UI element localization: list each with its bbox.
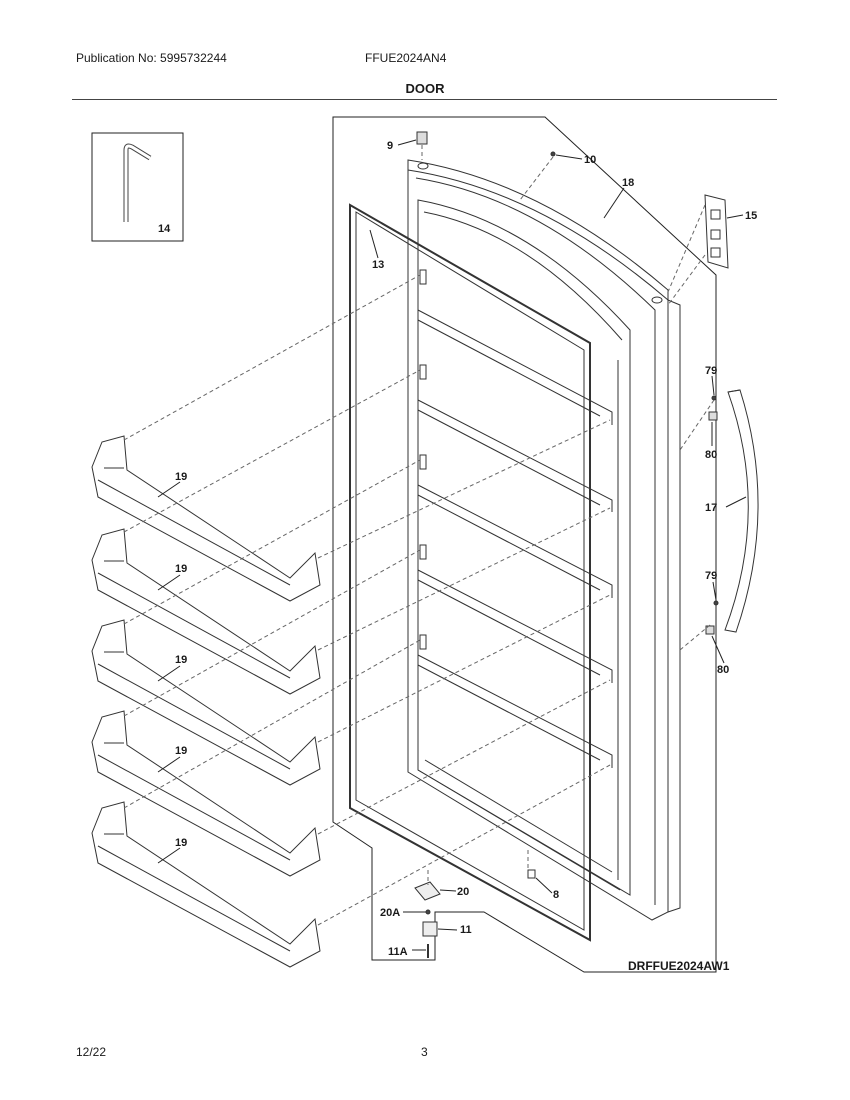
callout-79-top: 79 [705, 365, 717, 377]
bushing-part-80b [705, 625, 715, 635]
callout-15: 15 [745, 210, 757, 222]
pin-part-20A [425, 909, 431, 915]
leader-lines [157, 139, 747, 951]
hinge-hole-right [651, 296, 663, 304]
hinge-hole-top [417, 162, 429, 170]
small-hardware [414, 131, 719, 958]
door-bin-2 [91, 528, 321, 695]
bushing-part-11 [422, 921, 438, 937]
publication-number: Publication No: 5995732244 [76, 51, 227, 65]
hinge-plate-part-15 [704, 194, 729, 269]
callout-19-1: 19 [175, 471, 187, 483]
door-bin-1 [91, 435, 321, 602]
plug-part-10 [550, 151, 556, 157]
door-liner [417, 199, 631, 896]
stop-part-8 [527, 869, 536, 879]
callout-9: 9 [387, 140, 393, 152]
callout-8: 8 [553, 889, 559, 901]
hinge-part-20 [414, 881, 441, 901]
page-title: DOOR [405, 81, 445, 96]
door-gasket [349, 203, 591, 942]
hinge-pin-part-9 [416, 131, 428, 145]
screw-part-79b [713, 600, 719, 606]
callout-20A: 20A [380, 907, 400, 919]
callout-20: 20 [457, 886, 469, 898]
footer-date: 12/22 [76, 1045, 107, 1059]
callout-14: 14 [158, 223, 171, 235]
callout-19-5: 19 [175, 837, 187, 849]
assembly-boundary [332, 116, 717, 973]
door-outer-panel [407, 159, 681, 921]
diagram-reference-code: DRFFUE2024AW1 [628, 959, 730, 973]
callout-19-3: 19 [175, 654, 187, 666]
callout-13: 13 [372, 259, 384, 271]
model-number: FFUE2024AN4 [365, 51, 447, 65]
callout-80-top: 80 [705, 449, 717, 461]
callout-10: 10 [584, 154, 596, 166]
bushing-part-80a [708, 411, 718, 421]
callout-17: 17 [705, 502, 717, 514]
callout-11: 11 [460, 924, 472, 936]
callout-18: 18 [622, 177, 634, 189]
page-number: 3 [421, 1045, 428, 1059]
header-rule [72, 99, 777, 100]
callout-79-bottom: 79 [705, 570, 717, 582]
callout-19-4: 19 [175, 745, 187, 757]
projection-lines [123, 145, 715, 926]
door-bin-5 [91, 801, 321, 968]
door-bin-3 [91, 619, 321, 786]
hex-key-part-14 [91, 132, 184, 242]
callout-80-bottom: 80 [717, 664, 729, 676]
screw-part-79a [711, 395, 717, 401]
door-handle-part-17 [724, 389, 759, 633]
callout-11A: 11A [388, 946, 408, 958]
callout-19-2: 19 [175, 563, 187, 575]
door-bin-4 [91, 710, 321, 877]
